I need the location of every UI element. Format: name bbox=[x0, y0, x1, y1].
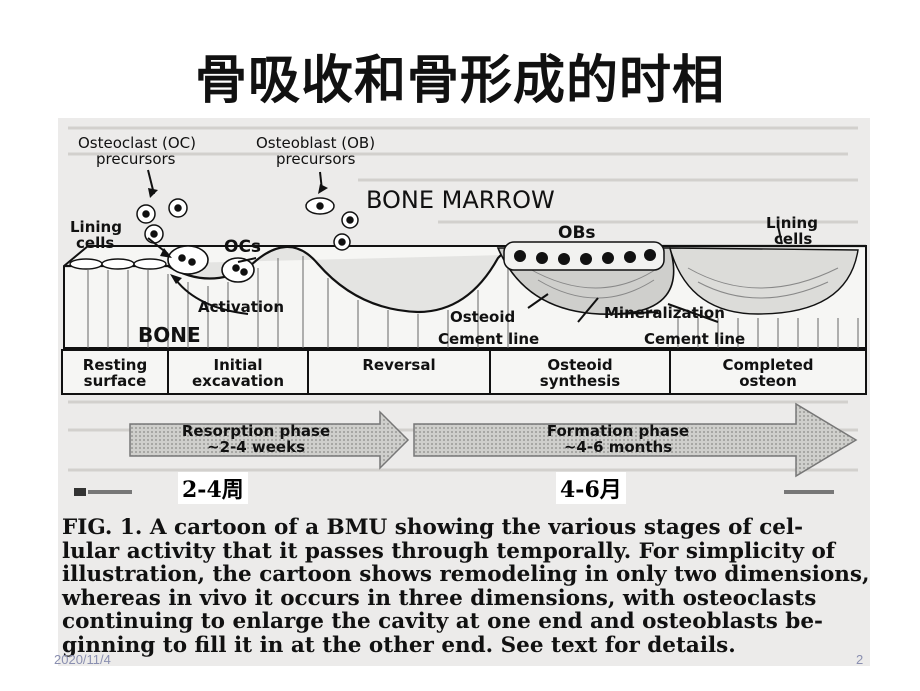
credit-mark-icon bbox=[784, 490, 834, 494]
caption-line: illustration, the cartoon shows remodeli… bbox=[62, 562, 870, 587]
caption-line: ginning to fill it in at the other end. … bbox=[62, 632, 736, 658]
caption-line: lular activity that it passes through te… bbox=[62, 538, 836, 564]
stage-boxes bbox=[61, 349, 867, 395]
stage-5-line-2: osteon bbox=[739, 372, 797, 390]
stage-2-line-2: excavation bbox=[192, 372, 284, 390]
ocs-label: OCs bbox=[224, 237, 261, 257]
resorption-phase-arrow bbox=[129, 410, 410, 470]
stage-4-line-1: Osteoid bbox=[547, 356, 612, 374]
resorption-duration-cn: 2-4周 bbox=[178, 472, 248, 504]
lining-cells-right-label-2: cells bbox=[774, 230, 812, 248]
mineralization-label: Mineralization bbox=[604, 304, 725, 322]
cement-line-label-1: Cement line bbox=[438, 330, 539, 348]
figure-caption: FIG. 1. A cartoon of a BMU showing the v… bbox=[58, 516, 870, 657]
caption-line: FIG. 1. A cartoon of a BMU showing the v… bbox=[62, 515, 804, 540]
caption-line: whereas in vivo it occurs in three dimen… bbox=[62, 585, 817, 611]
stage-2-line-1: Initial bbox=[214, 356, 263, 374]
formation-phase-arrow bbox=[413, 402, 858, 478]
activation-label: Activation bbox=[198, 298, 284, 316]
stage-3-line-1: Reversal bbox=[362, 356, 435, 374]
bone-label: BONE bbox=[138, 323, 201, 347]
cement-line-label-2: Cement line bbox=[644, 330, 745, 348]
formation-phase-label: Formation phase bbox=[547, 422, 689, 440]
arrow-heads bbox=[148, 184, 328, 284]
caption-line: continuing to enlarge the cavity at one … bbox=[62, 609, 823, 634]
bmu-figure-scan: Osteoclast (OC) precursors Osteoblast (O… bbox=[58, 118, 870, 666]
obs-label: OBs bbox=[558, 223, 596, 243]
formation-phase-duration: ~4-6 months bbox=[564, 438, 672, 456]
ob-precursors-label-1: Osteoblast (OB) bbox=[256, 134, 375, 152]
bmu-diagram: Osteoclast (OC) precursors Osteoblast (O… bbox=[61, 126, 867, 496]
stage-1-line-1: Resting bbox=[83, 356, 147, 374]
lining-cells-left bbox=[69, 258, 167, 270]
oc-precursor-cells bbox=[136, 198, 188, 244]
publisher-logo-icon bbox=[74, 488, 132, 496]
resorption-phase-label: Resorption phase bbox=[182, 422, 330, 440]
stage-1-line-2: surface bbox=[84, 372, 147, 390]
resorption-phase-duration: ~2-4 weeks bbox=[207, 438, 305, 456]
oc-precursors-label-1: Osteoclast (OC) bbox=[78, 134, 196, 152]
footer-date: 2020/11/4 bbox=[54, 652, 111, 667]
stage-4-line-2: synthesis bbox=[540, 372, 620, 390]
lining-cells-left-label-2: cells bbox=[76, 234, 114, 252]
bone-block bbox=[63, 241, 867, 349]
lining-cells-right-label-1: Lining bbox=[766, 214, 818, 232]
ob-precursors-label-2: precursors bbox=[276, 150, 356, 168]
formation-duration-cn: 4-6月 bbox=[556, 472, 626, 504]
osteoblast-row bbox=[503, 241, 665, 271]
bone-marrow-label: BONE MARROW bbox=[366, 186, 555, 214]
oc-precursors-label-2: precursors bbox=[96, 150, 176, 168]
stage-5-line-1: Completed bbox=[722, 356, 813, 374]
lining-cells-left-label-1: Lining bbox=[70, 218, 122, 236]
page-number: 2 bbox=[856, 652, 864, 667]
osteoid-label: Osteoid bbox=[450, 308, 515, 326]
ob-precursor-cells bbox=[305, 197, 359, 251]
slide-title: 骨吸收和骨形成的时相 bbox=[194, 51, 725, 111]
osteoclasts bbox=[167, 245, 255, 283]
